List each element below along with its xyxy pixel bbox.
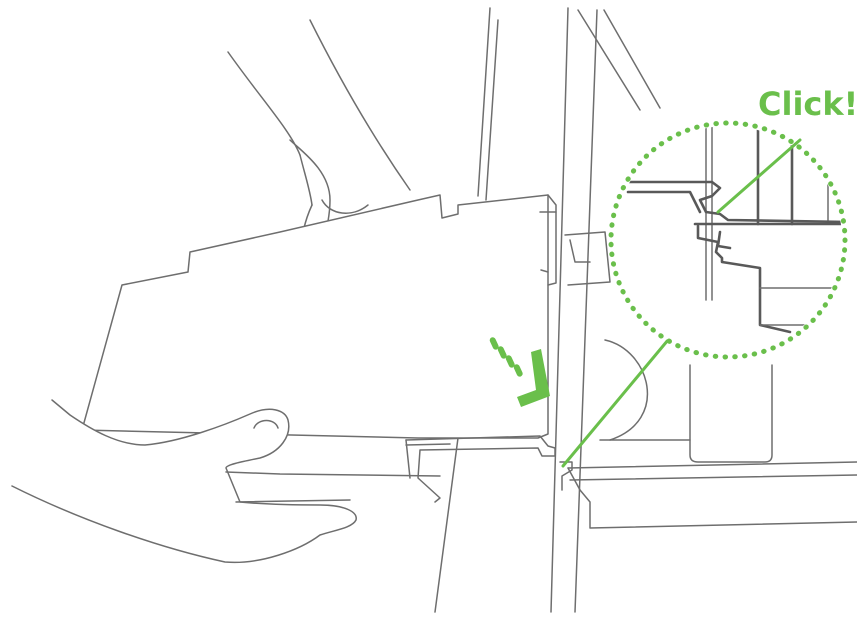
callout-leader-line <box>563 340 668 466</box>
magnifier-circle-icon <box>611 120 845 357</box>
click-label: Click! <box>758 85 857 123</box>
